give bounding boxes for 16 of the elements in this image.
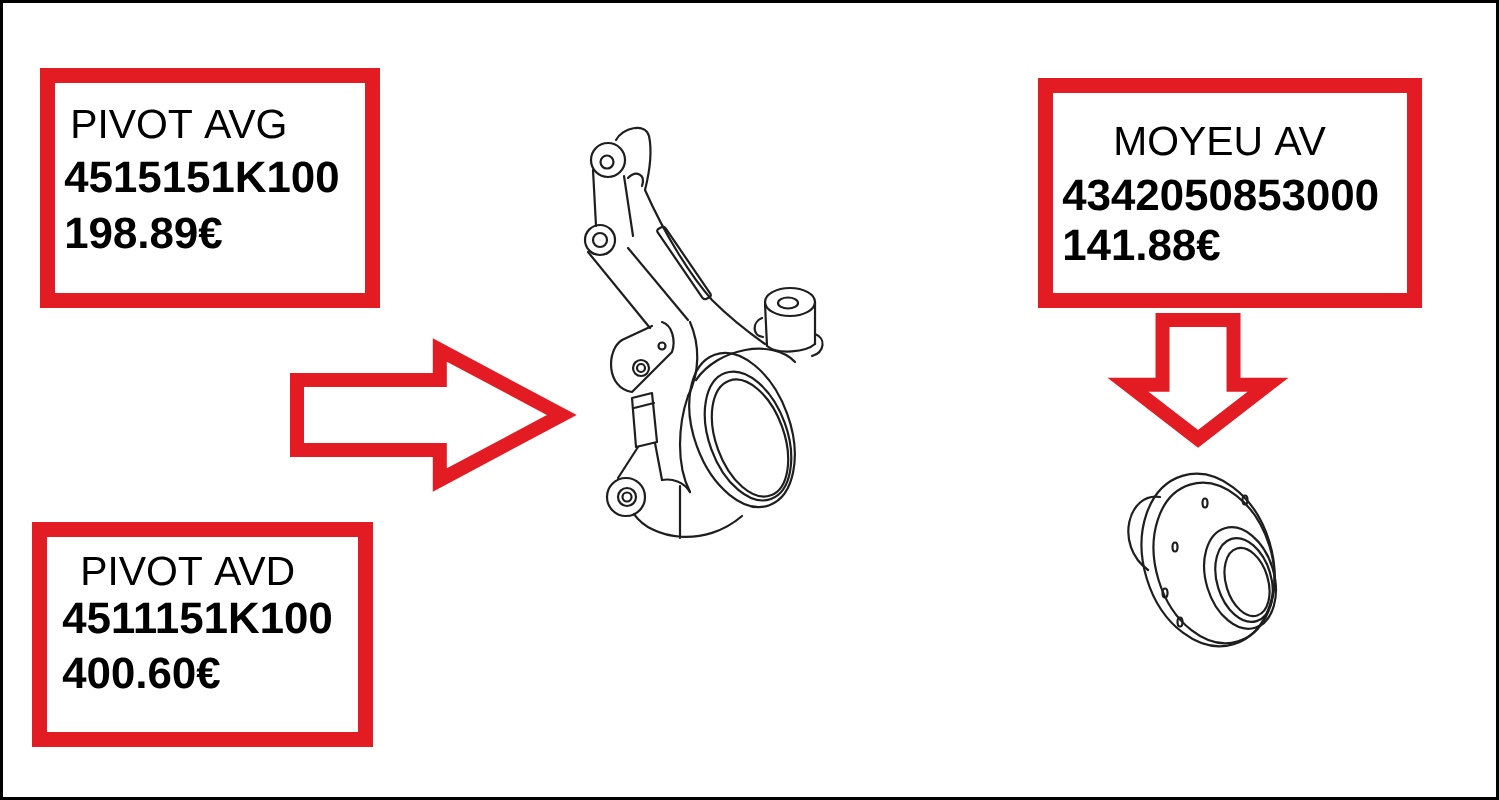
part-number: 4511151K100 [62, 602, 331, 634]
block-arrow [290, 338, 577, 492]
price: 400.60€ [62, 657, 220, 689]
part-name: PIVOT AVG [73, 109, 285, 139]
wheel-hub-drawing [1127, 472, 1277, 648]
price: 141.88€ [1065, 229, 1220, 261]
label-box [32, 522, 373, 747]
label-box [1038, 78, 1422, 308]
block-arrow [1107, 313, 1289, 448]
steering-knuckle-drawing [583, 126, 824, 540]
part-name: MOYEU AV [1116, 126, 1326, 156]
part-name: PIVOT AVD [83, 556, 294, 586]
label-box [40, 68, 380, 308]
part-number: 4342050853000 [1062, 179, 1378, 211]
part-number: 4515151K100 [64, 161, 338, 193]
price: 198.89€ [66, 217, 222, 249]
